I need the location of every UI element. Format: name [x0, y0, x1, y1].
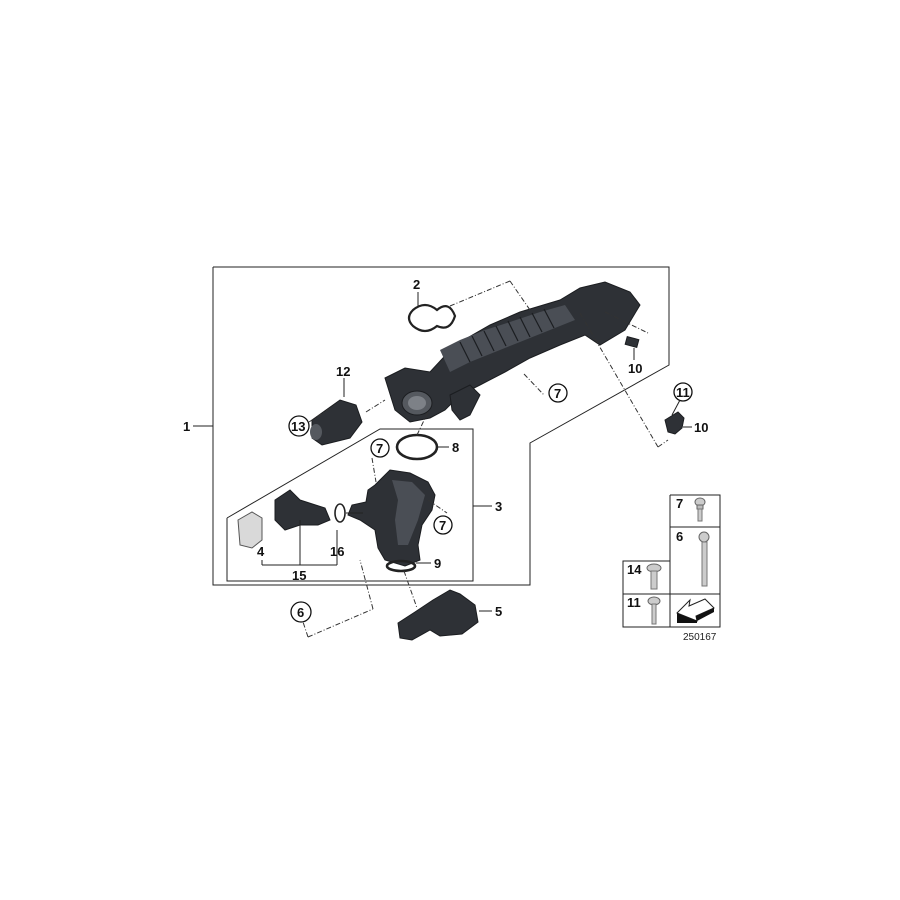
- legend-label-7: 7: [676, 496, 683, 511]
- screw-11-icon: [647, 596, 661, 625]
- callout-2: 2: [413, 277, 420, 292]
- callout-6: 6: [297, 605, 304, 620]
- legend-label-6: 6: [676, 529, 683, 544]
- assembly-frame-outer: [212, 266, 670, 586]
- screw-14-icon: [646, 563, 662, 590]
- clip-connector-part[interactable]: [624, 335, 640, 349]
- callout-7-pipe-side: 7: [439, 518, 446, 533]
- o-ring-flat-part[interactable]: [385, 559, 417, 573]
- image-number: 250167: [683, 632, 717, 643]
- callout-5: 5: [495, 604, 502, 619]
- callout-14-actuator: 13: [291, 419, 305, 434]
- callout-7-manifold: 7: [554, 386, 561, 401]
- o-ring-large-part[interactable]: [395, 433, 439, 461]
- intake-manifold-part[interactable]: [384, 281, 641, 423]
- intake-pipe-part[interactable]: [347, 469, 436, 567]
- callout-9: 9: [434, 556, 441, 571]
- bolt-6-icon: [698, 531, 710, 587]
- callout-11-sensor: 11: [676, 385, 690, 400]
- callout-7-pipe-top: 7: [376, 441, 383, 456]
- arrow-icon: [676, 598, 715, 623]
- actuator-motor-part[interactable]: [310, 399, 363, 446]
- callout-4: 4: [257, 544, 265, 559]
- bolt-7-icon: [694, 497, 706, 522]
- valve-part[interactable]: [274, 489, 331, 531]
- gasket-flat-part[interactable]: [237, 511, 263, 549]
- callout-15: 15: [292, 568, 306, 583]
- gasket-double-ring-part[interactable]: [407, 303, 457, 333]
- o-ring-small-part[interactable]: [334, 503, 346, 523]
- hardware-legend: 7 6 14 11 250167: [622, 494, 721, 643]
- callout-12: 10: [628, 361, 642, 376]
- throttle-housing-part[interactable]: [397, 589, 479, 641]
- callout-10: 10: [694, 420, 708, 435]
- assembly-frame-inner: [226, 428, 474, 582]
- callout-3: 3: [495, 499, 502, 514]
- sensor-part[interactable]: [664, 411, 685, 435]
- legend-label-11: 11: [627, 595, 641, 610]
- callout-13: 12: [336, 364, 350, 379]
- callout-1: 1: [183, 419, 190, 434]
- callout-8: 8: [452, 440, 459, 455]
- legend-label-14: 14: [627, 562, 642, 577]
